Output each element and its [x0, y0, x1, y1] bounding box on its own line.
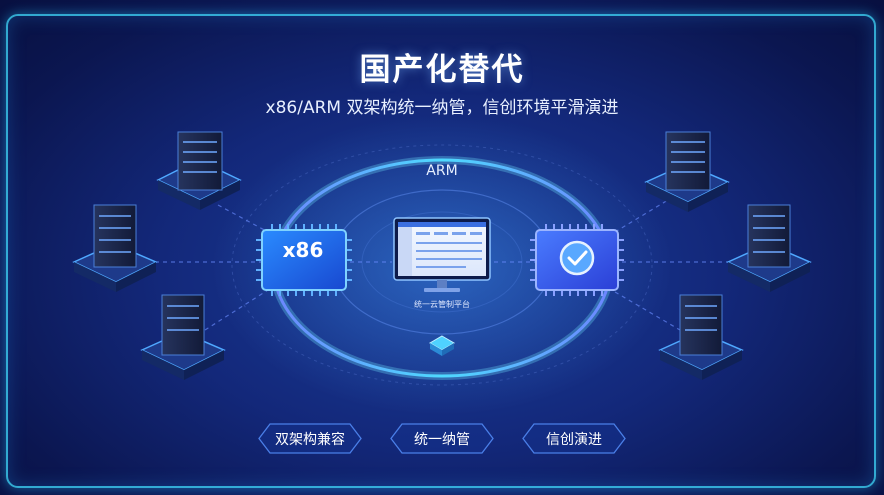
feature-pill-dual-arch: 双架构兼容: [258, 423, 362, 454]
page-subtitle: x86/ARM 双架构统一纳管，信创环境平滑演进: [265, 98, 619, 118]
outer-dashed-ring: [231, 144, 653, 386]
feature-label: 信创演进: [546, 431, 602, 448]
page-title: 国产化替代: [359, 52, 525, 88]
feature-pill-evolution: 信创演进: [522, 423, 626, 454]
left-server-top: [156, 131, 242, 210]
right-server-bottom: [658, 294, 744, 380]
feature-pill-unified: 统一纳管: [390, 423, 494, 454]
feature-label: 双架构兼容: [275, 431, 345, 448]
outer-frame: [6, 14, 876, 488]
x86-chip-label: x86: [282, 238, 324, 262]
hub-node-icon: [429, 335, 455, 356]
x86-chip: [256, 224, 352, 296]
arm-chip: [530, 224, 624, 296]
management-monitor: [393, 217, 491, 292]
platform-label: 统一云管制平台: [414, 300, 470, 309]
feature-label: 统一纳管: [414, 431, 470, 448]
right-server-top: [644, 131, 730, 212]
ring-label: ARM: [426, 163, 458, 179]
right-server-middle: [726, 204, 812, 292]
check-icon: [559, 240, 595, 276]
left-server-bottom: [140, 294, 226, 380]
left-server-middle: [72, 204, 158, 292]
